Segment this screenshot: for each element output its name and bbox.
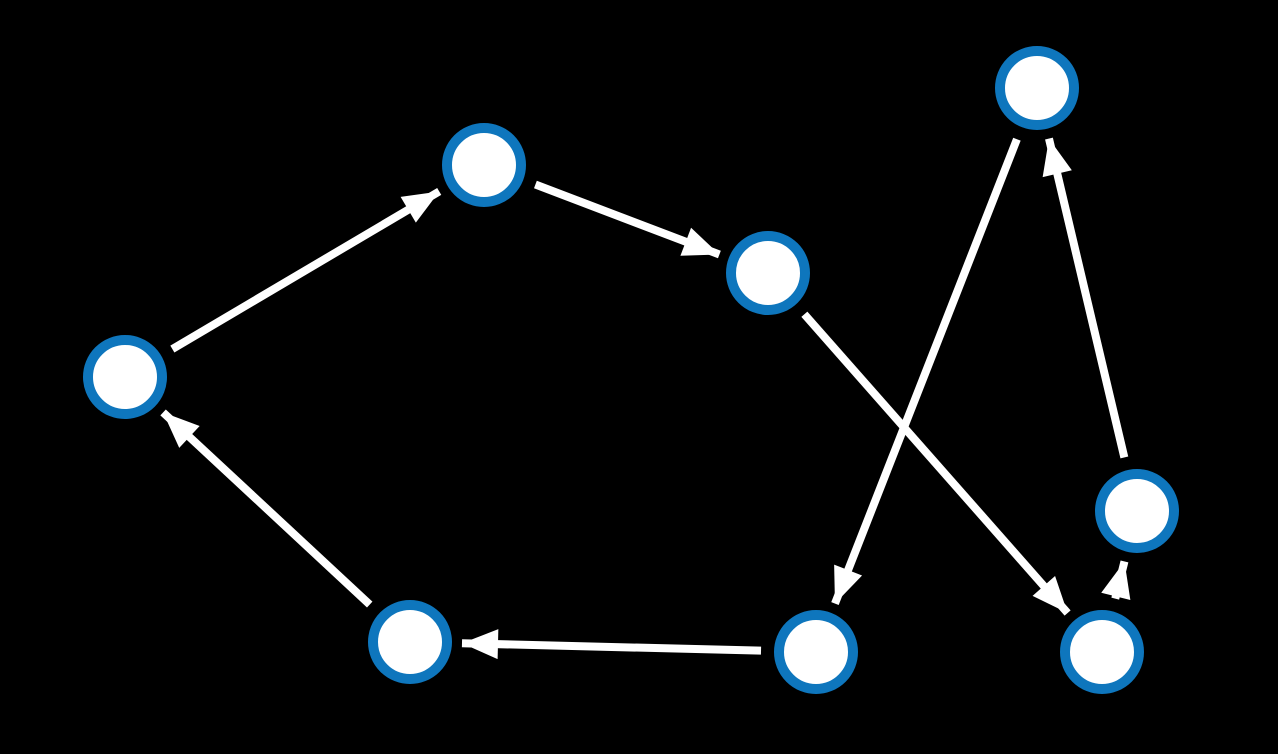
graph-node-right bbox=[1095, 469, 1179, 553]
node-layer bbox=[83, 46, 1179, 694]
edge-layer bbox=[160, 137, 1131, 660]
graph-edge-node-center-to-node-bottom-right bbox=[801, 311, 1071, 616]
graph-node-top-right bbox=[995, 46, 1079, 130]
graph-edge-node-bottom-left-to-node-left bbox=[160, 409, 373, 608]
graph-node-bottom-left bbox=[368, 600, 452, 684]
graph-node-upper-middle bbox=[442, 123, 526, 207]
graph-node-bottom-right bbox=[1060, 610, 1144, 694]
graph-edge-node-bottom-right-to-node-right bbox=[1101, 560, 1131, 601]
graph-edge-node-left-to-node-upper-middle bbox=[170, 187, 442, 353]
graph-node-bottom-middle bbox=[774, 610, 858, 694]
graph-node-center bbox=[726, 231, 810, 315]
graph-edge-node-bottom-middle-to-node-bottom-left bbox=[461, 629, 762, 660]
graph-node-left bbox=[83, 335, 167, 419]
graph-edge-node-upper-middle-to-node-center bbox=[533, 180, 721, 259]
graph-edge-node-right-to-node-top-right bbox=[1042, 137, 1129, 459]
graph-edge-node-top-right-to-node-bottom-middle bbox=[831, 137, 1021, 606]
